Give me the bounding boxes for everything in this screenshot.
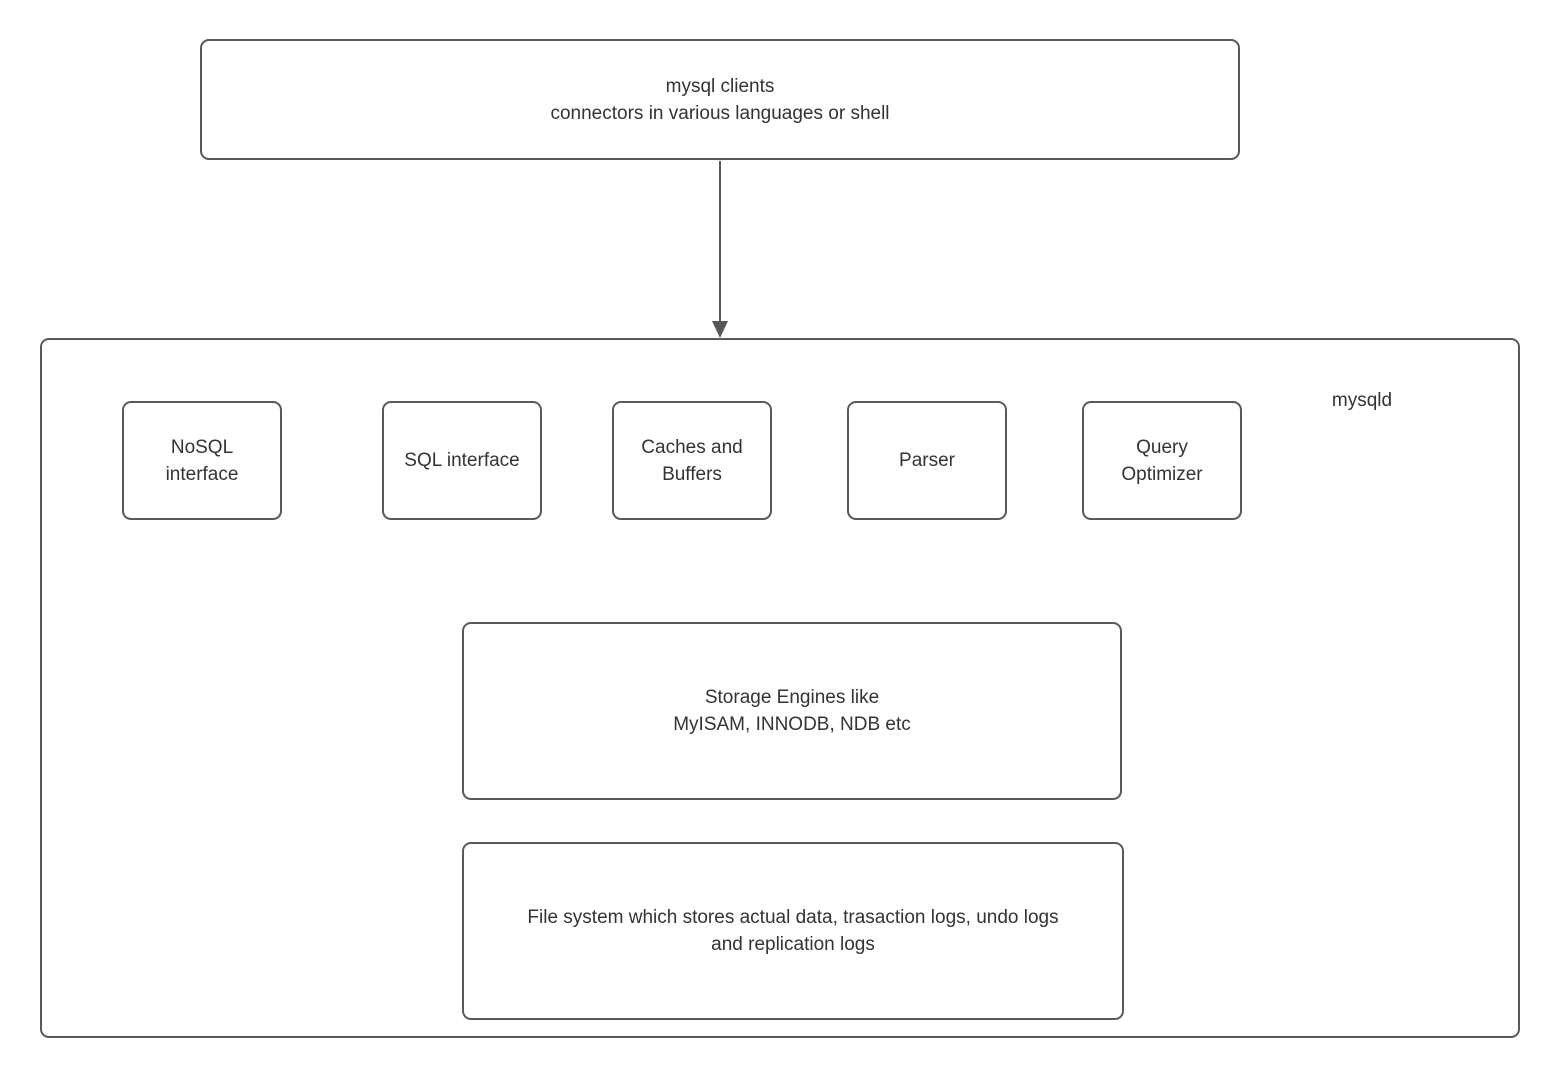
nosql-interface-line2: interface: [165, 463, 239, 485]
mysqld-container-box: mysqld NoSQL interface SQL interface Cac…: [40, 338, 1520, 1038]
nosql-interface-line1: NoSQL: [170, 436, 234, 458]
storage-engines-box: Storage Engines like MyISAM, INNODB, NDB…: [462, 622, 1122, 800]
clients-to-mysqld-arrow: [705, 161, 735, 338]
parser-line1: Parser: [899, 450, 955, 471]
sql-interface-line1: SQL interface: [404, 450, 520, 471]
file-system-line1: File system which stores actual data, tr…: [527, 907, 1059, 928]
mysql-clients-line2: connectors in various languages or shell: [550, 102, 890, 124]
query-optimizer-line1: Query: [1136, 436, 1188, 458]
storage-engines-line1: Storage Engines like: [704, 687, 880, 708]
file-system-line2: and replication logs: [711, 934, 875, 955]
component-box-caches-and-buffers: Caches and Buffers: [612, 401, 772, 520]
mysql-clients-box: mysql clients connectors in various lang…: [200, 39, 1240, 160]
mysql-clients-line1: mysql clients: [665, 75, 775, 97]
component-box-nosql-interface: NoSQL interface: [122, 401, 282, 520]
caches-buffers-line1: Caches and: [641, 436, 743, 458]
storage-engines-line2: MyISAM, INNODB, NDB etc: [673, 714, 911, 735]
file-system-box: File system which stores actual data, tr…: [462, 842, 1124, 1020]
component-box-parser: Parser: [847, 401, 1007, 520]
mysqld-label: mysqld: [1331, 390, 1393, 411]
arrow-head-icon: [712, 321, 728, 338]
caches-buffers-line2: Buffers: [662, 463, 722, 485]
component-box-query-optimizer: Query Optimizer: [1082, 401, 1242, 520]
arrow-line: [719, 161, 721, 324]
query-optimizer-line2: Optimizer: [1121, 463, 1203, 485]
component-box-sql-interface: SQL interface: [382, 401, 542, 520]
